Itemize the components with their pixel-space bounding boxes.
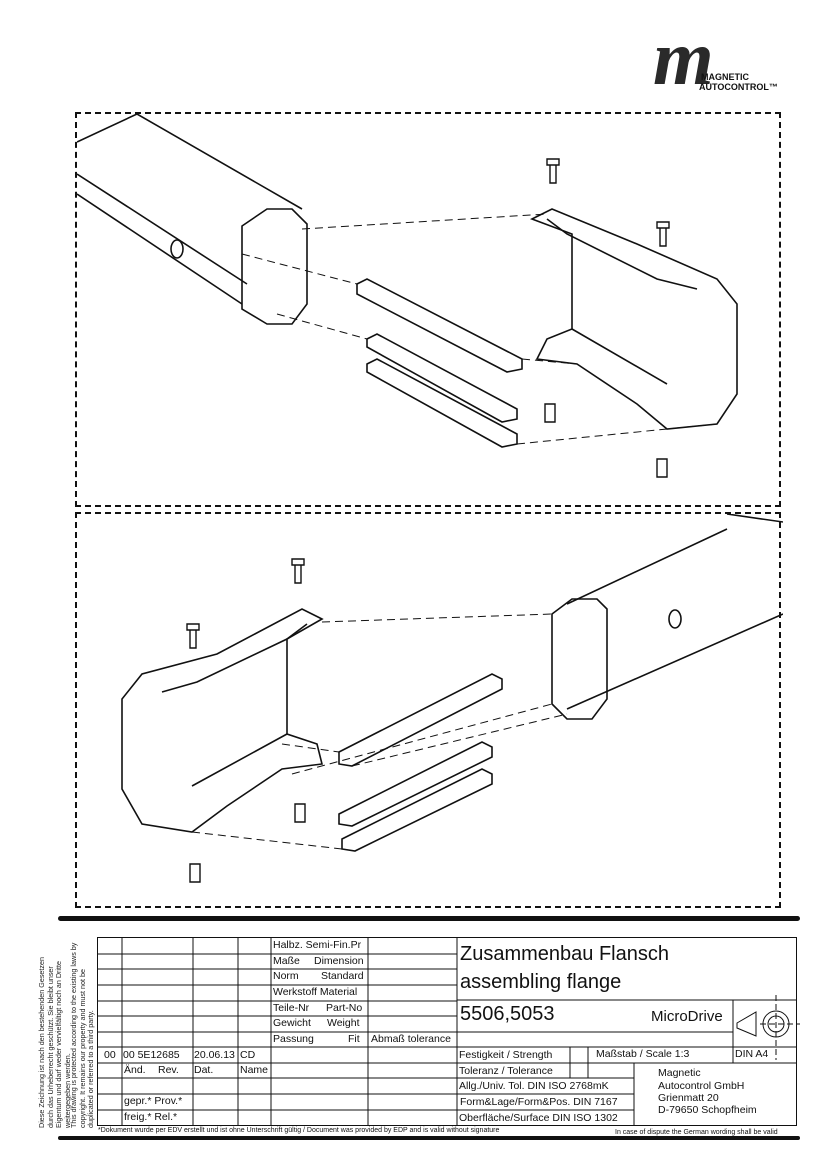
label-weight-en: Weight — [327, 1017, 360, 1029]
form-position: Form&Lage/Form&Pos. DIN 7167 — [460, 1096, 618, 1108]
label-dimension-de: Maße — [273, 955, 300, 967]
logo-line2: AUTOCONTROL™ — [699, 82, 778, 92]
company-logo: m MAGNETIC AUTOCONTROL™ — [645, 14, 795, 105]
revision-date: 20.06.13 — [194, 1049, 235, 1061]
title-german: Zusammenbau Flansch — [460, 943, 669, 965]
drawing-view-bottom — [75, 512, 783, 908]
drawing-view-top — [75, 112, 781, 507]
approval-released: freig.* Rel.* — [124, 1111, 178, 1123]
product-name: MicroDrive — [651, 1008, 723, 1025]
label-part-en: Part-No — [326, 1002, 363, 1014]
dispute-note: In case of dispute the German wording sh… — [615, 1129, 778, 1136]
revision-index: 00 — [104, 1049, 116, 1061]
part-number: 5506,5053 — [460, 1003, 555, 1025]
revision-name: CD — [240, 1049, 256, 1061]
projection-symbol-icon — [736, 995, 800, 1060]
approval-checked: gepr.* Prov.* — [124, 1095, 183, 1107]
profile-rail — [551, 514, 783, 720]
strength-label: Festigkeit / Strength — [459, 1049, 553, 1061]
screws — [544, 158, 670, 478]
label-weight-de: Gewicht — [273, 1017, 311, 1029]
separator-line-bottom — [58, 1136, 800, 1140]
header-name: Name — [240, 1064, 269, 1076]
company-line-4: D-79650 Schopfheim — [658, 1104, 757, 1116]
separator-line — [58, 916, 800, 921]
exploded-view-drawing-mirrored — [121, 514, 783, 883]
scale-label: Maßstab / Scale 1:3 — [596, 1048, 690, 1060]
profile-rail — [77, 114, 308, 325]
general-tolerance: Allg./Univ. Tol. DIN ISO 2768mK — [459, 1080, 609, 1092]
label-tolerance: Abmaß tolerance — [371, 1033, 451, 1045]
company-line-2: Autocontrol GmbH — [658, 1080, 745, 1092]
revision-change: 00 5E12685 — [123, 1049, 180, 1061]
format-label: DIN A4 — [735, 1048, 769, 1060]
exploded-view-drawing — [77, 114, 738, 478]
title-english: assembling flange — [460, 971, 622, 993]
label-fit-de: Passung — [273, 1033, 314, 1045]
label-standard-en: Standard — [321, 970, 364, 982]
logo-line1: MAGNETIC — [701, 72, 749, 82]
logo-mark: m — [653, 14, 714, 101]
header-change-de: Änd. — [124, 1064, 146, 1076]
label-fit-en: Fit — [348, 1033, 360, 1045]
assembly-lines — [191, 613, 568, 850]
label-material: Werkstoff Material — [273, 986, 358, 998]
assembly-lines — [241, 213, 718, 445]
header-change-en: Rev. — [158, 1064, 179, 1076]
company-line-1: Magnetic — [658, 1067, 701, 1079]
label-part-de: Teile-Nr — [273, 1002, 310, 1014]
label-dimension-en: Dimension — [314, 955, 364, 967]
company-line-3: Grienmatt 20 — [658, 1092, 719, 1104]
surface-label: Oberfläche/Surface DIN ISO 1302 — [459, 1112, 618, 1124]
header-date: Dat. — [194, 1064, 214, 1076]
tolerance-label: Toleranz / Tolerance — [459, 1065, 553, 1077]
screws — [186, 558, 306, 883]
label-semi-fin: Halbz. Semi-Fin.Pr — [273, 939, 362, 951]
footnote: *Dokument wurde per EDV erstellt und ist… — [98, 1127, 500, 1134]
label-standard-de: Norm — [273, 970, 299, 982]
